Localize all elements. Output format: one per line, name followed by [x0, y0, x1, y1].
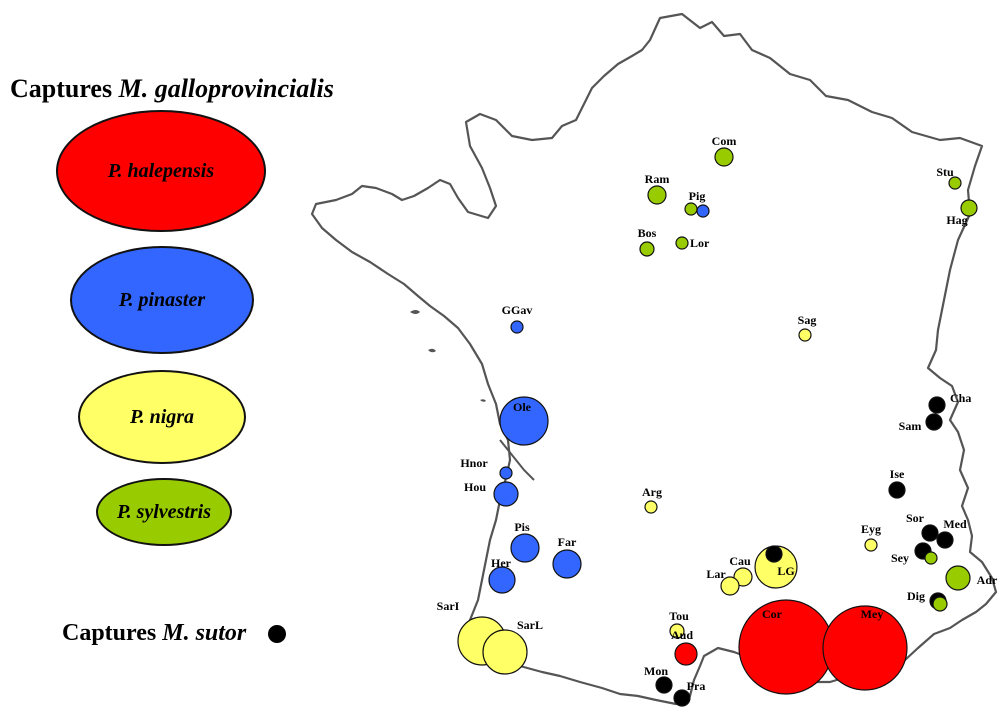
island-oleron	[428, 348, 436, 353]
site-label-ole: Ole	[513, 400, 532, 414]
site-marker-cor	[738, 599, 834, 695]
site-marker-adr	[945, 565, 971, 591]
site-label-mon: Mon	[644, 664, 668, 678]
site-label-med: Med	[943, 517, 967, 531]
site-marker-pig	[684, 202, 698, 216]
legend-ellipse-halepensis: P. halepensis	[56, 110, 266, 232]
site-label-ise: Ise	[890, 467, 905, 481]
site-label-dig: Dig	[907, 589, 925, 603]
legend-sutor: Captures M. sutor	[62, 620, 287, 647]
site-marker-mey	[822, 605, 908, 691]
site-marker-cha	[928, 396, 946, 414]
legend-label-sylvestris: P. sylvestris	[116, 500, 212, 523]
site-label-hou: Hou	[464, 480, 486, 494]
site-marker-bos	[639, 241, 655, 257]
site-marker-hnor	[499, 466, 513, 480]
site-marker-sam	[925, 413, 943, 431]
site-label-cha: Cha	[950, 391, 971, 405]
legend-sutor-dot	[268, 625, 287, 644]
site-label-arg: Arg	[642, 485, 662, 499]
legend-ellipse-nigra: P. nigra	[78, 370, 246, 464]
site-label-eyg: Eyg	[861, 522, 881, 536]
site-label-hnor: Hnor	[460, 456, 488, 470]
site-label-ggav: GGav	[502, 303, 533, 317]
legend-label-pinaster: P. pinaster	[118, 288, 206, 311]
site-marker-stu	[948, 176, 962, 190]
site-marker-med	[936, 531, 954, 549]
site-label-lg: LG	[777, 564, 794, 578]
site-label-pis: Pis	[514, 520, 530, 534]
site-label-cor: Cor	[762, 607, 783, 621]
island-re	[410, 310, 420, 314]
site-marker-sor	[921, 524, 939, 542]
site-label-stu: Stu	[936, 165, 954, 179]
legend-sutor-species: M. sutor	[162, 620, 247, 646]
site-label-com: Com	[712, 134, 737, 148]
site-marker-lor	[675, 236, 689, 250]
site-label-sari: SarI	[437, 599, 460, 613]
site-marker-tou	[669, 623, 685, 639]
legend-label-halepensis: P. halepensis	[107, 159, 215, 182]
legend-sutor-prefix: Captures	[62, 620, 157, 646]
site-label-sam: Sam	[899, 419, 922, 433]
site-marker-pra	[673, 689, 691, 707]
site-marker-sarl	[482, 629, 528, 675]
site-label-sey: Sey	[891, 551, 909, 565]
site-marker-overlay	[932, 596, 948, 612]
site-label-pra: Pra	[687, 679, 706, 693]
legend-title-prefix: Captures	[10, 74, 113, 103]
france-outline	[310, 12, 998, 706]
site-label-pig: Pig	[689, 189, 706, 203]
site-label-her: Her	[491, 556, 512, 570]
site-marker-ggav	[510, 320, 524, 334]
site-label-mey: Mey	[861, 607, 884, 621]
site-label-ram: Ram	[645, 172, 670, 186]
site-marker-sag	[798, 328, 812, 342]
site-label-lar: Lar	[706, 567, 726, 581]
site-marker-arg	[644, 500, 658, 514]
site-marker-ole	[499, 396, 549, 446]
site-label-sag: Sag	[798, 313, 817, 327]
site-label-aud: Aud	[671, 628, 693, 642]
site-marker-lar	[720, 576, 740, 596]
legend-title-species: M. galloprovincialis	[118, 74, 334, 103]
site-label-sor: Sor	[906, 511, 925, 525]
legend-label-nigra: P. nigra	[129, 405, 195, 428]
site-label-sarl: SarL	[517, 618, 543, 632]
site-label-lor: Lor	[690, 236, 710, 250]
legend-ellipse-pinaster: P. pinaster	[70, 246, 254, 354]
site-label-adr: Adr	[977, 573, 998, 587]
site-marker-cau	[733, 567, 753, 587]
site-label-cau: Cau	[729, 554, 751, 568]
site-marker-ise	[888, 481, 906, 499]
site-marker-mon	[655, 676, 673, 694]
site-label-tou: Tou	[669, 609, 689, 623]
site-marker-pig	[696, 204, 710, 218]
site-label-bos: Bos	[638, 226, 657, 240]
island-aix	[480, 399, 486, 402]
site-label-far: Far	[558, 535, 577, 549]
site-marker-aud	[674, 642, 698, 666]
site-marker-ram	[647, 185, 667, 205]
site-label-hag: Hag	[946, 213, 967, 227]
site-marker-her	[488, 566, 516, 594]
site-marker-overlay	[924, 551, 938, 565]
legend-ellipse-sylvestris: P. sylvestris	[96, 478, 232, 546]
legend-title: Captures M. galloprovincialis	[10, 74, 334, 104]
site-marker-com	[714, 147, 734, 167]
site-marker-overlay	[765, 545, 783, 563]
gironde-estuary	[499, 439, 535, 481]
site-marker-eyg	[864, 538, 878, 552]
site-marker-pis	[510, 533, 540, 563]
site-marker-hag	[960, 199, 978, 217]
site-marker-hou	[493, 481, 519, 507]
site-marker-far	[552, 549, 582, 579]
